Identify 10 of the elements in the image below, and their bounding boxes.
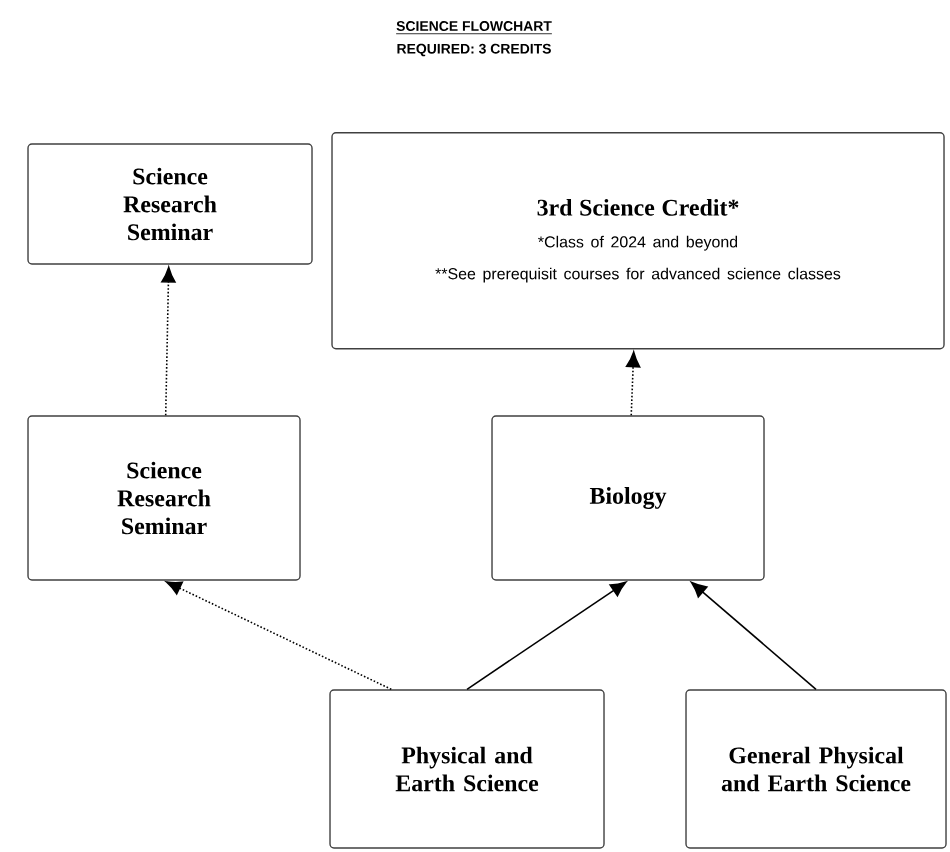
arrow: [165, 581, 393, 691]
arrow: [690, 581, 817, 691]
arrow: [466, 581, 627, 691]
arrow: [161, 266, 176, 417]
arrow: [625, 351, 641, 417]
course-box: Science Research Seminar: [27, 143, 313, 265]
course-box: Biology: [491, 415, 765, 581]
course-box: General Physical and Earth Science: [685, 689, 947, 849]
course-box: Science Research Seminar: [27, 415, 301, 581]
course-box: Physical and Earth Science: [329, 689, 605, 849]
